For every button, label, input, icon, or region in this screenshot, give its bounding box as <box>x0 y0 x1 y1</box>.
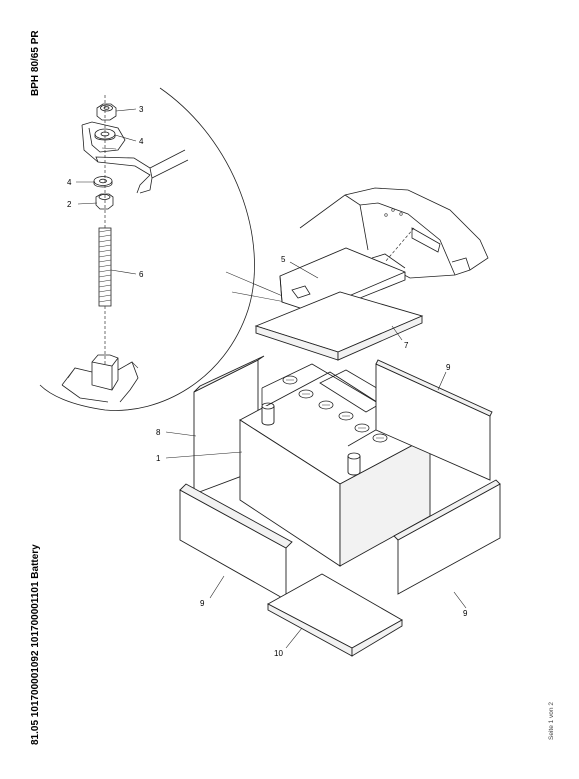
callout-8: 8 <box>156 428 161 437</box>
callout-5: 5 <box>281 255 286 264</box>
callout-1: 1 <box>156 454 161 463</box>
side-pad-9-rear <box>375 359 493 481</box>
side-pad-9-front-right <box>393 479 501 595</box>
callout-3: 3 <box>139 105 144 114</box>
callout-9-front-left: 9 <box>200 599 205 608</box>
lower-socket <box>61 354 139 403</box>
callout-2: 2 <box>67 200 72 209</box>
nut-3 <box>96 103 117 121</box>
nut-2 <box>95 193 114 210</box>
callout-4-lower: 4 <box>67 178 72 187</box>
battery-terminal-right <box>347 452 361 476</box>
detail-circle <box>39 87 255 411</box>
battery-cell-caps <box>282 375 388 443</box>
top-pad-7 <box>254 291 424 361</box>
bottom-pad-10 <box>267 573 403 657</box>
leader-lines <box>76 108 467 649</box>
callout-6: 6 <box>139 270 144 279</box>
callout-10: 10 <box>274 649 283 658</box>
threaded-rod-6 <box>98 227 112 307</box>
callout-4-top: 4 <box>139 137 144 146</box>
callout-numbers: 3 4 4 2 6 5 7 8 1 9 9 9 10 <box>67 105 468 658</box>
washer-4-lower <box>93 176 113 188</box>
callout-9-front-right: 9 <box>463 609 468 618</box>
callout-7: 7 <box>404 341 409 350</box>
mounting-bracket <box>81 121 189 194</box>
callout-9-rear: 9 <box>446 363 451 372</box>
battery-terminal-left <box>261 402 275 426</box>
